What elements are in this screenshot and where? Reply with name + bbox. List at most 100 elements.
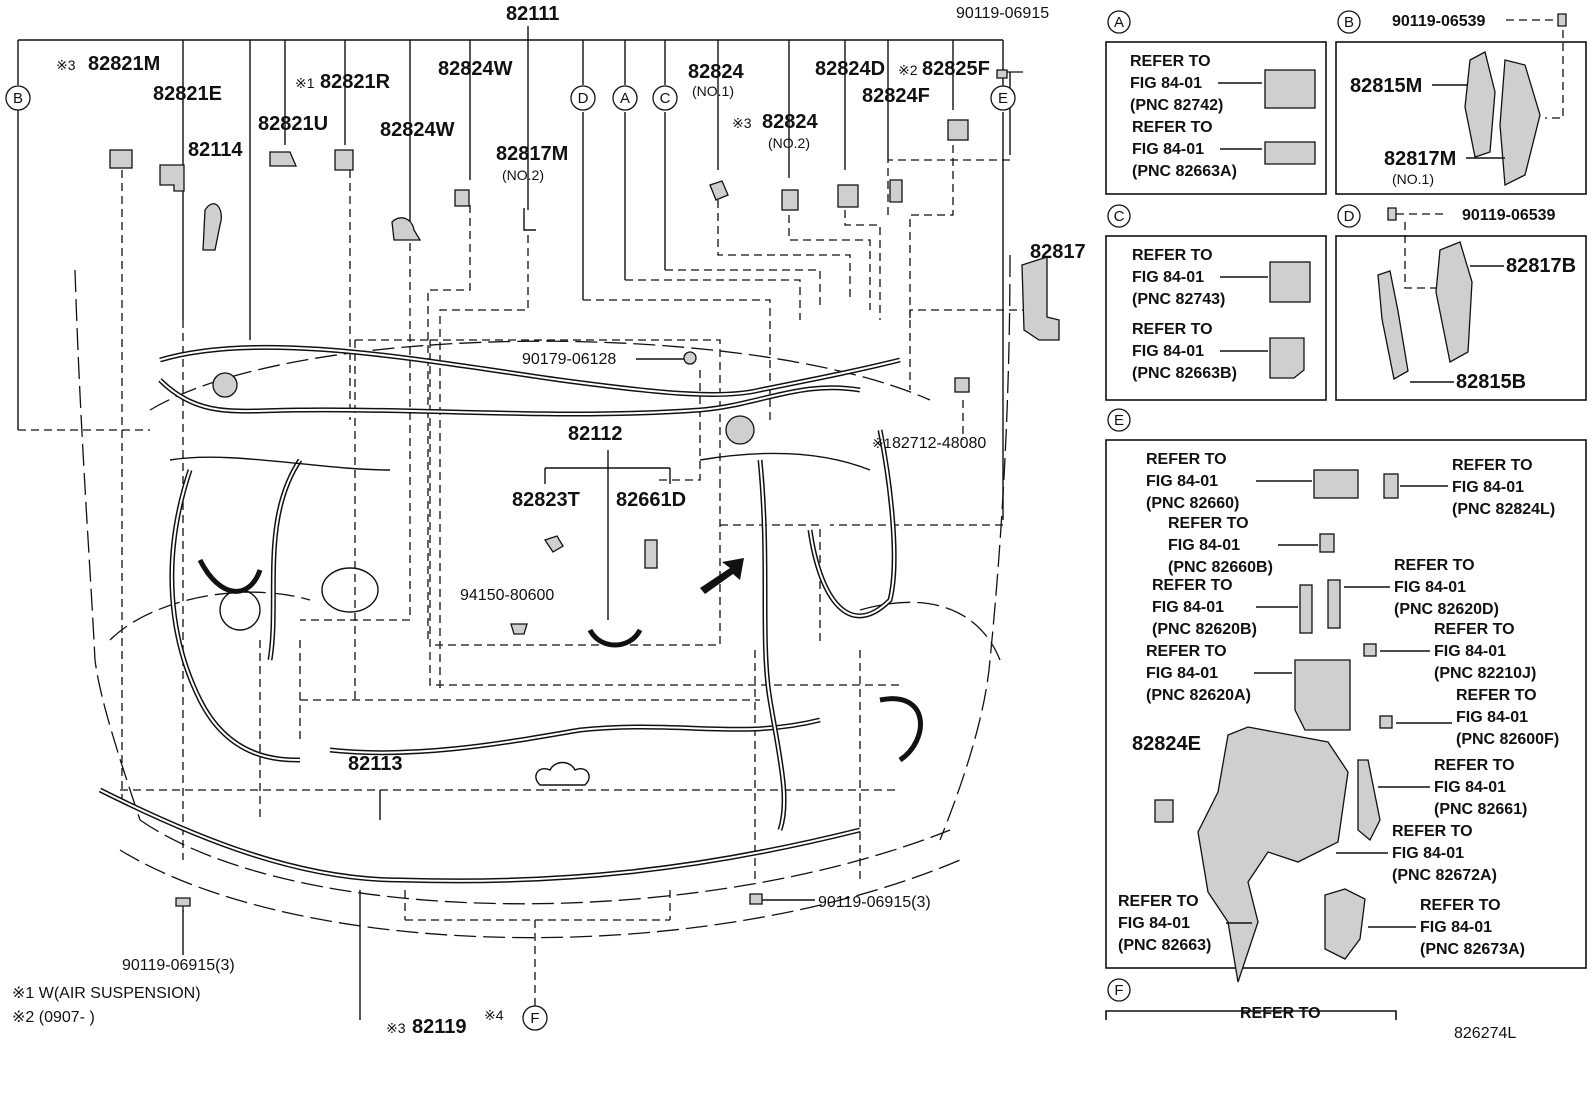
panel-E-ref-82210J-l3: (PNC 82210J) (1434, 665, 1536, 682)
panel-C-ref1-line3: (PNC 82743) (1132, 291, 1225, 308)
circle-B: B (13, 90, 23, 107)
panel-E-ref-82620B-l2: FIG 84-01 (1152, 599, 1224, 616)
cover-82817B-icon (1435, 241, 1473, 364)
bolt-94150-80600-icon (510, 623, 528, 635)
panel-E-ref-82663-l1: REFER TO (1118, 893, 1199, 910)
relay-block-82660-icon (1313, 469, 1359, 499)
mark-1a: ※1 (295, 75, 315, 91)
panel-E-ref-82672A-l1: REFER TO (1392, 823, 1473, 840)
panel-E-ref-82620D-l1: REFER TO (1394, 557, 1475, 574)
wire-harness (98, 344, 923, 884)
panel-E-ref-82660-l2: FIG 84-01 (1146, 473, 1218, 490)
panel-C: C REFER TO FIG 84-01 (PNC 82743) REFER T… (1105, 204, 1327, 401)
panel-E-ref-82600F-l1: REFER TO (1456, 687, 1537, 704)
panel-C-ref2-line1: REFER TO (1132, 321, 1213, 338)
panel-A-ref2-line1: REFER TO (1132, 119, 1213, 136)
relay-82743-icon (1269, 261, 1311, 303)
circle-A: A (620, 90, 630, 107)
bracket-82663B-icon (1269, 337, 1305, 379)
panel-E-ref-82620B-l3: (PNC 82620B) (1152, 621, 1257, 638)
panel-E-part-82824E: 82824E (1132, 733, 1201, 755)
fuse-82620B-icon (1299, 584, 1313, 634)
panel-A-ref1-line1: REFER TO (1130, 53, 1211, 70)
panel-E-ref-82824L-l2: FIG 84-01 (1452, 479, 1524, 496)
panel-A-ref1-line2: FIG 84-01 (1130, 75, 1202, 92)
panel-D-part2: 82815B (1456, 371, 1526, 393)
circle-E: E (998, 90, 1008, 107)
label-82824F: 82824F (862, 85, 930, 107)
label-82825F: 82825F (922, 58, 990, 80)
clip-82712-icon (954, 377, 970, 393)
harness-82817M-icon (523, 208, 536, 231)
bracket-82663A-icon (1264, 141, 1316, 165)
note-1: ※1 W(AIR SUSPENSION) (12, 985, 201, 1002)
panel-E-ref-82600F-l3: (PNC 82600F) (1456, 731, 1559, 748)
panel-B-bolt: 90119-06539 (1392, 13, 1486, 30)
panel-E-ref-82620B-l1: REFER TO (1152, 577, 1233, 594)
mark-4: ※4 (484, 1007, 504, 1023)
panel-C-ref1-line2: FIG 84-01 (1132, 269, 1204, 286)
panel-A-ref2-line2: FIG 84-01 (1132, 141, 1204, 158)
nut-90179-06128-icon (683, 351, 697, 365)
label-bolt-top: 90119-06915 (956, 5, 1049, 22)
bracket-82817-icon (1021, 256, 1060, 341)
panel-E-ref-82620A-l2: FIG 84-01 (1146, 665, 1218, 682)
label-82661D: 82661D (616, 489, 686, 511)
label-82712: 82712-48080 (892, 435, 986, 452)
panel-E-ref-82660-l3: (PNC 82660) (1146, 495, 1239, 512)
connector-82824F-icon (889, 179, 903, 203)
panel-E: E REFER TO FIG 84-01 (PNC 82660) REFER T… (1105, 408, 1587, 983)
relay-82673A-icon (1324, 888, 1366, 960)
panel-C-ref2-line2: FIG 84-01 (1132, 343, 1204, 360)
clamp-82114-icon (202, 203, 222, 251)
circle-F: F (530, 1010, 539, 1027)
label-bolt-left: 90119-06915(3) (122, 957, 235, 974)
panel-C-ref1-line1: REFER TO (1132, 247, 1213, 264)
relay-box-82663-icon (1197, 726, 1349, 983)
relay-82660B-icon (1319, 533, 1335, 553)
connector-82821E-icon (159, 164, 185, 192)
panel-E-ref-82661-l1: REFER TO (1434, 757, 1515, 774)
panel-E-ref-82663-l2: FIG 84-01 (1118, 915, 1190, 932)
clip-82824W-icon (454, 189, 470, 207)
connector-82661D-icon (644, 539, 658, 569)
mark-3b: ※3 (732, 115, 752, 131)
figure-code: 826274L (1454, 1025, 1516, 1042)
bolt-90119-06915-right-icon (749, 893, 763, 905)
mark-3c: ※3 (386, 1020, 406, 1036)
connector-82824-no1-icon (709, 180, 729, 201)
panel-E-ref-82672A-l2: FIG 84-01 (1392, 845, 1464, 862)
panel-E-ref-82673A-l1: REFER TO (1420, 897, 1501, 914)
part-icons (109, 69, 1060, 912)
main-labels: 82111 ※3 82821M 82821E 82114 82821U ※1 8… (12, 3, 1086, 1038)
connector-82824D-icon (837, 184, 859, 208)
connector-82821R-icon (334, 149, 354, 171)
panel-A-letter: A (1114, 14, 1124, 31)
panel-D-letter: D (1344, 208, 1355, 225)
panel-E-ref-82660B-l3: (PNC 82660B) (1168, 559, 1273, 576)
mark-1b: ※1 (872, 435, 892, 451)
connector-82824L-icon (1383, 473, 1399, 499)
panel-C-ref2-line3: (PNC 82663B) (1132, 365, 1237, 382)
mark-3a: ※3 (56, 57, 76, 73)
main-circle-labels: B D A C E F (5, 85, 1016, 1031)
connector-82823T-icon (543, 535, 564, 553)
label-82112: 82112 (568, 423, 623, 445)
arrow-icon (700, 558, 744, 594)
label-82824W-2: 82824W (380, 119, 455, 141)
label-bolt2: 94150-80600 (460, 587, 554, 604)
label-82114: 82114 (188, 139, 243, 161)
grommet-82824W-icon (391, 217, 422, 241)
connector-82824-no2-icon (781, 189, 799, 211)
panel-E-ref-82210J-l1: REFER TO (1434, 621, 1515, 638)
panel-C-letter: C (1114, 208, 1125, 225)
label-82824-no2: 82824 (762, 111, 818, 133)
label-82824-no1-sub: (NO.1) (692, 83, 734, 99)
panel-E-ref-82661-l2: FIG 84-01 (1434, 779, 1506, 796)
ecu-82742-icon (1264, 69, 1316, 109)
label-82821R: 82821R (320, 71, 391, 93)
fuse-block-82620A-icon (1294, 659, 1351, 731)
connector-82824E-icon (1154, 799, 1174, 823)
label-82113: 82113 (348, 753, 403, 775)
label-82821M: 82821M (88, 53, 160, 75)
